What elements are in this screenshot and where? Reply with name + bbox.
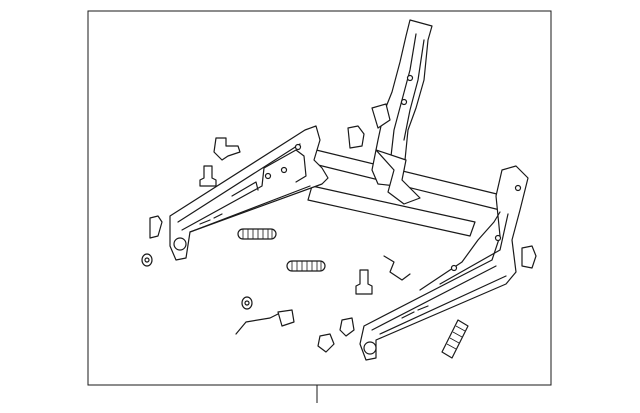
bolt-right: [355, 269, 373, 295]
washer-left: [141, 253, 153, 267]
clip-upper-left: [213, 137, 241, 161]
height-adjust-rod: [100, 252, 298, 358]
spring-middle: [286, 260, 326, 272]
spring-lower-right: [441, 319, 469, 359]
clip-right: [521, 245, 537, 269]
right-seat-rail: [359, 165, 529, 361]
seat-back-hinge-bracket: [371, 19, 433, 205]
diagram-border: [87, 10, 552, 386]
bolt-upper-left: [199, 165, 217, 187]
left-seat-rail: [169, 125, 329, 261]
spring-upper: [237, 228, 277, 240]
clip-lower-center: [317, 333, 335, 353]
clip-left: [149, 215, 163, 239]
bushing-block: [347, 125, 365, 149]
wire-bracket-right: [383, 255, 411, 281]
washer-center: [241, 296, 253, 310]
clip-lower-center-right: [339, 317, 355, 337]
wire-harness-clip: [235, 309, 295, 335]
